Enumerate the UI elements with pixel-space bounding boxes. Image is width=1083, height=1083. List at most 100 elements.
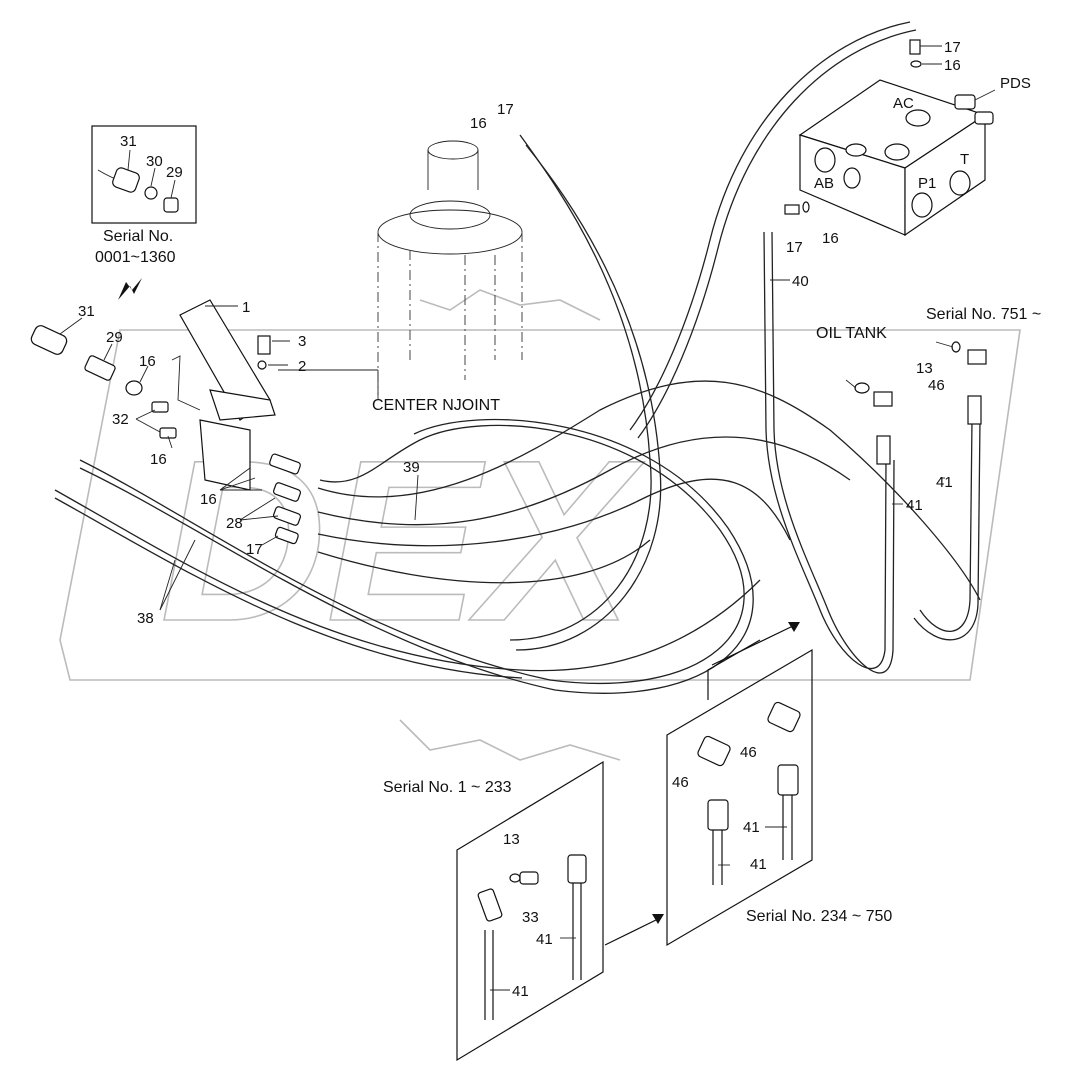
o-ring-icon: [854, 382, 870, 394]
leader-lines: [59, 45, 996, 991]
hose-end-icon: [967, 395, 982, 425]
serial-751-label: Serial No. 751 ~: [926, 306, 1041, 323]
callout-17: 17: [246, 541, 263, 558]
callout-46: 46: [740, 744, 757, 761]
serial-inset-line1: Serial No.: [103, 228, 173, 245]
elbow-fitting-icon: [159, 427, 177, 439]
hose-end-icon: [777, 764, 799, 796]
pressure-switch-icon: [30, 325, 68, 355]
serial-1-233-label: Serial No. 1 ~ 233: [383, 779, 512, 796]
callout-41: 41: [512, 983, 529, 1000]
o-ring-icon: [509, 873, 521, 883]
o-ring-icon: [951, 341, 961, 353]
port-t-label: T: [960, 151, 969, 168]
port-p1-label: P1: [918, 175, 936, 192]
elbow-fitting-icon: [151, 401, 169, 413]
o-ring-icon: [910, 60, 922, 68]
elbow-fitting-icon: [873, 391, 893, 407]
callout-13: 13: [916, 360, 933, 377]
callout-41: 41: [906, 497, 923, 514]
port-icon: [949, 170, 971, 196]
adapter-icon: [84, 355, 116, 381]
elbow-fitting-icon: [697, 735, 731, 767]
adapter-icon: [519, 871, 539, 885]
arrow-icon: [652, 914, 664, 924]
callout-17: 17: [786, 239, 803, 256]
hoses: [54, 21, 981, 694]
pressure-switch-icon: [974, 111, 994, 125]
callout-3: 3: [298, 333, 306, 350]
center-joint-label: CENTER NJOINT: [372, 397, 500, 414]
oil-tank-label: OIL TANK: [816, 325, 887, 342]
callout-41: 41: [750, 856, 767, 873]
connector-icon: [269, 453, 301, 475]
connector-icon: [784, 204, 800, 215]
pressure-switch-icon: [954, 94, 976, 110]
callout-41: 41: [536, 931, 553, 948]
washer-icon: [125, 380, 143, 396]
callout-1: 1: [242, 299, 250, 316]
oil-tank-fittings: [845, 341, 987, 465]
connector-icon: [272, 506, 302, 526]
port-ab-label: AB: [814, 175, 834, 192]
callout-29: 29: [166, 164, 183, 181]
watermark-logo: DEX: [59, 289, 1021, 761]
callout-30: 30: [146, 153, 163, 170]
pds-valve-block: [784, 39, 994, 237]
washer-icon: [144, 186, 158, 200]
serial-inset-line2: 0001~1360: [95, 249, 176, 266]
hose-end-icon: [876, 435, 891, 465]
callout-31: 31: [120, 133, 137, 150]
inset-serial-234-750: [666, 639, 813, 947]
inset-connectors: [604, 622, 800, 946]
inset-serial-0001-1360: [91, 125, 197, 224]
callout-38: 38: [137, 610, 154, 627]
o-ring-icon: [802, 201, 810, 213]
callout-17: 17: [497, 101, 514, 118]
callout-16: 16: [200, 491, 217, 508]
callout-16: 16: [822, 230, 839, 247]
arrow-icon: [788, 622, 800, 632]
elbow-fitting-icon: [767, 701, 801, 733]
callout-16: 16: [944, 57, 961, 74]
callout-29: 29: [106, 329, 123, 346]
callout-33: 33: [522, 909, 539, 926]
callout-31: 31: [78, 303, 95, 320]
left-fittings: [30, 325, 302, 545]
inset-serial-1-233: [456, 760, 604, 1062]
callout-39: 39: [403, 459, 420, 476]
elbow-fitting-icon: [967, 349, 987, 365]
callout-13: 13: [503, 831, 520, 848]
callout-16: 16: [139, 353, 156, 370]
callout-17: 17: [944, 39, 961, 56]
elbow-fitting-icon: [567, 854, 587, 884]
connector-icon: [274, 526, 299, 545]
connector-icon: [909, 39, 921, 55]
port-icon: [843, 167, 861, 189]
callout-16: 16: [470, 115, 487, 132]
center-joint: [377, 140, 523, 400]
pds-label: PDS: [1000, 75, 1031, 92]
callout-28: 28: [226, 515, 243, 532]
port-icon: [905, 109, 931, 127]
port-ac-label: AC: [893, 95, 914, 112]
port-icon: [911, 192, 933, 218]
callout-32: 32: [112, 411, 129, 428]
port-icon: [814, 147, 836, 173]
cap-icon: [884, 143, 910, 161]
adapter-icon: [163, 197, 179, 213]
callout-16: 16: [150, 451, 167, 468]
port-icon: [845, 143, 867, 157]
serial-234-750-label: Serial No. 234 ~ 750: [746, 908, 892, 925]
callout-41: 41: [743, 819, 760, 836]
arrow-icon: [118, 278, 142, 300]
hose-end-icon: [707, 799, 729, 831]
pressure-switch-icon: [112, 167, 140, 193]
text-labels: 31 30 29 Serial No. 0001~1360 31 29 16 3…: [78, 39, 1041, 1000]
hose-end-icon: [477, 888, 503, 922]
callout-2: 2: [298, 358, 306, 375]
callout-46: 46: [672, 774, 689, 791]
callout-41: 41: [936, 474, 953, 491]
callout-46: 46: [928, 377, 945, 394]
